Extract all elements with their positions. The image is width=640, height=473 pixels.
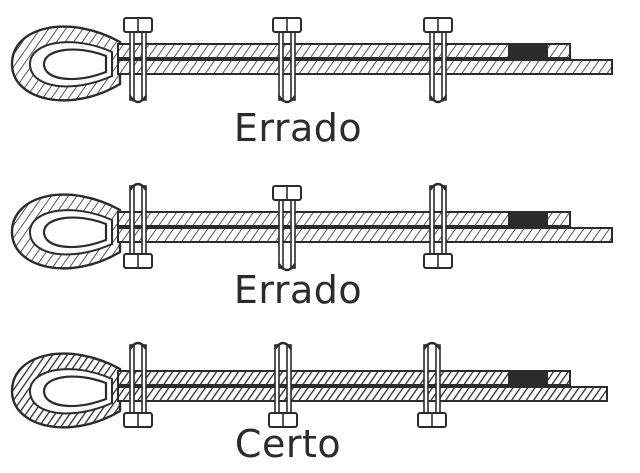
u-bolt-bend (278, 263, 296, 272)
rope-dead-end (117, 211, 571, 227)
panel-wrong-1 (10, 17, 613, 104)
rope-live-end (117, 386, 608, 402)
thimble-hole (42, 375, 108, 407)
rope-dead-end (117, 370, 571, 386)
thimble-hole (42, 48, 108, 80)
seizing-wrap (508, 213, 548, 225)
panel-label-1: Errado (234, 106, 362, 150)
rope-dead-end (117, 43, 571, 59)
u-bolt-bend (129, 341, 147, 350)
seizing-wrap (508, 372, 548, 384)
rope-live-end (117, 59, 613, 75)
thimble-hole (42, 216, 108, 248)
rope-live-end (117, 227, 613, 243)
u-bolt-bend (429, 95, 447, 104)
panel-label-2: Errado (234, 268, 362, 312)
u-bolt-bend (429, 182, 447, 191)
panel-label-3: Certo (235, 422, 341, 466)
u-bolt-bend (274, 341, 292, 350)
u-bolt-bend (278, 95, 296, 104)
u-bolt-bend (129, 182, 147, 191)
panel-correct (10, 341, 608, 429)
panel-wrong-2 (10, 182, 613, 272)
u-bolt-bend (423, 341, 441, 350)
u-bolt-bend (129, 95, 147, 104)
seizing-wrap (508, 45, 548, 57)
